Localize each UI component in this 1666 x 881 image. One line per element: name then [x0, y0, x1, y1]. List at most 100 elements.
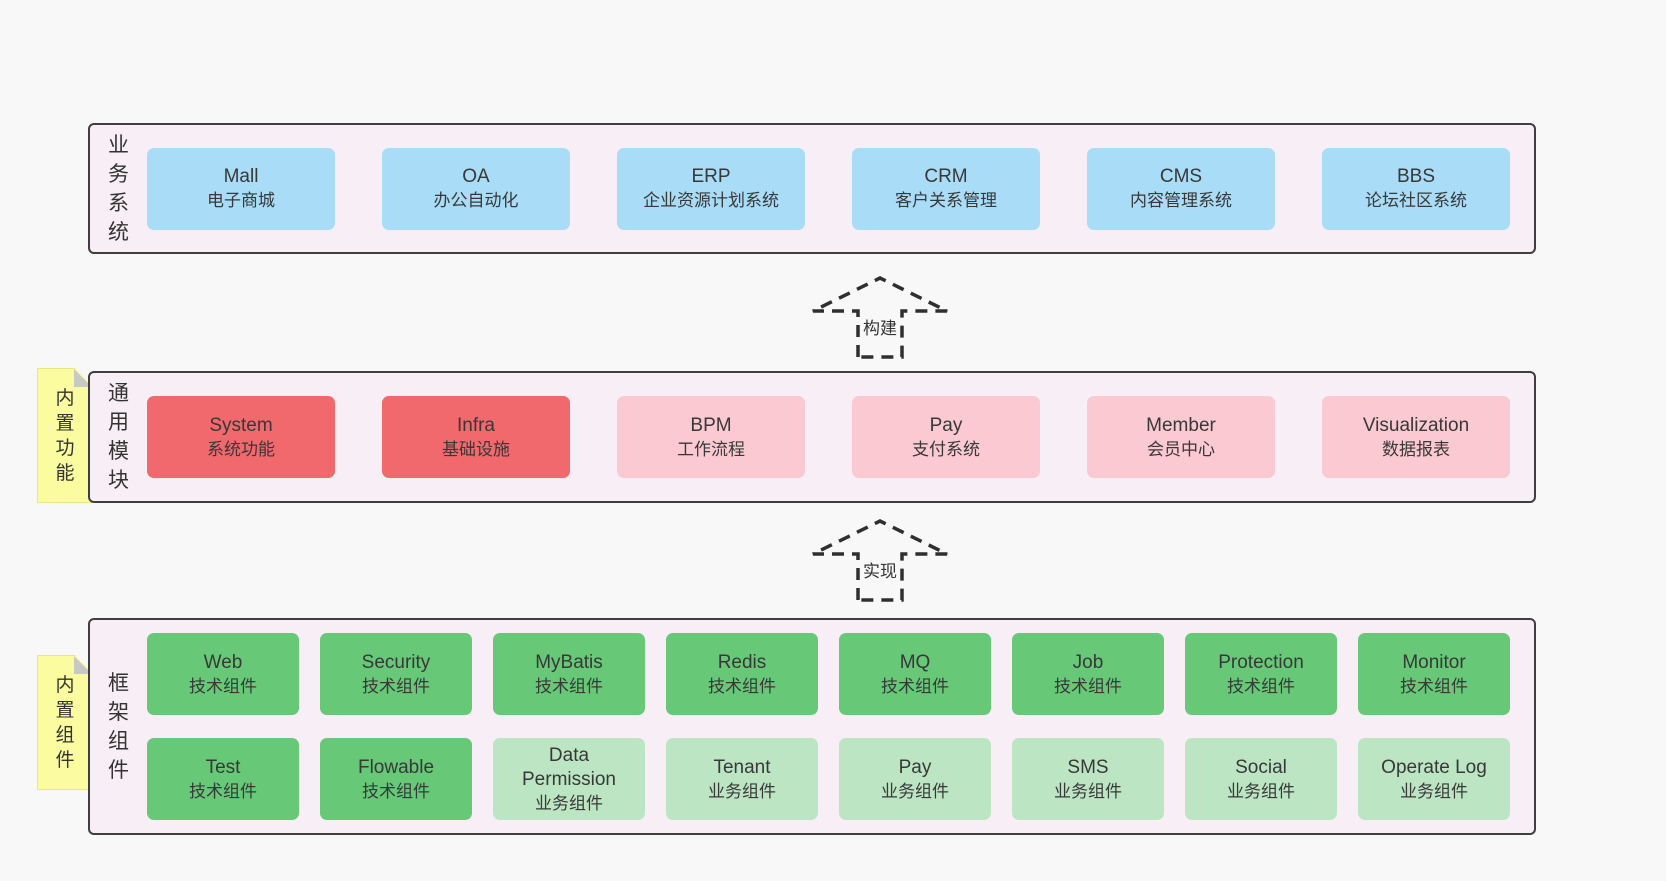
box-subtitle: 技术组件: [189, 781, 257, 801]
box-title: Infra: [456, 414, 496, 436]
box-title: Flowable: [357, 756, 435, 778]
box-flowable: Flowable 技术组件: [320, 738, 472, 820]
vertical-label-char: 内: [55, 674, 75, 696]
build-arrow-label: 构建: [860, 313, 900, 340]
box-title: Pay: [898, 756, 932, 778]
layer-label-common-modules: 通用模块: [90, 373, 147, 501]
box-title: Security: [361, 651, 431, 673]
vertical-label-char: 业: [108, 133, 129, 157]
box-test: Test 技术组件: [147, 738, 299, 820]
box-data-permission: Data Permission 业务组件: [493, 738, 645, 820]
box-subtitle: 数据报表: [1382, 439, 1450, 459]
vertical-label-char: 统: [108, 220, 129, 244]
box-mybatis: MyBatis 技术组件: [493, 633, 645, 715]
box-monitor: Monitor 技术组件: [1358, 633, 1510, 715]
vertical-label-char: 系: [108, 191, 129, 215]
box-sms: SMS 业务组件: [1012, 738, 1164, 820]
box-web: Web 技术组件: [147, 633, 299, 715]
box-member: Member 会员中心: [1087, 396, 1275, 478]
box-title: Redis: [717, 651, 767, 673]
box-system: System 系统功能: [147, 396, 335, 478]
box-title: Job: [1072, 651, 1104, 673]
box-title: Mall: [223, 166, 259, 187]
box-tenant: Tenant 业务组件: [666, 738, 818, 820]
box-title: Web: [203, 651, 243, 673]
box-subtitle: 企业资源计划系统: [643, 191, 779, 210]
box-subtitle: 电子商城: [207, 191, 275, 210]
box-title: Protection: [1218, 651, 1304, 673]
box-social: Social 业务组件: [1185, 738, 1337, 820]
box-subtitle: 系统功能: [207, 439, 275, 459]
box-title: System: [209, 414, 273, 436]
implement-arrow: 实现: [805, 516, 955, 602]
vertical-label-char: 务: [108, 162, 129, 186]
box-title: Visualization: [1362, 414, 1470, 436]
box-title: Test: [205, 756, 241, 778]
box-subtitle: 论坛社区系统: [1365, 191, 1467, 210]
box-title: Social: [1235, 756, 1287, 778]
box-operate-log: Operate Log 业务组件: [1358, 738, 1510, 820]
box-subtitle: 业务组件: [1054, 781, 1122, 801]
box-subtitle: 业务组件: [1227, 781, 1295, 801]
box-bbs: BBS 论坛社区系统: [1322, 147, 1510, 230]
box-subtitle: 业务组件: [1400, 781, 1468, 801]
vertical-label-char: 模: [108, 440, 129, 463]
box-title: BBS: [1396, 166, 1436, 187]
box-subtitle: 技术组件: [189, 676, 257, 696]
box-subtitle: 业务组件: [881, 781, 949, 801]
sticky-note-built-in-components: 内置组件: [37, 655, 93, 790]
vertical-label-char: 用: [108, 411, 129, 434]
box-subtitle: 会员中心: [1147, 439, 1215, 459]
box-title: MyBatis: [535, 651, 603, 673]
vertical-label-char: 架: [108, 700, 129, 724]
up-arrow-icon: [812, 276, 948, 359]
box-mall: Mall 电子商城: [147, 147, 335, 230]
box-subtitle: 技术组件: [708, 676, 776, 696]
box-subtitle: 工作流程: [677, 439, 745, 459]
box-title: Data Permission: [522, 744, 616, 790]
vertical-label-char: 件: [55, 749, 75, 771]
vertical-label-char: 功: [55, 437, 75, 459]
box-subtitle: 技术组件: [362, 781, 430, 801]
sticky-note-built-in-features: 内置功能: [37, 368, 93, 503]
box-title: BPM: [690, 414, 732, 436]
box-subtitle: 客户关系管理: [895, 191, 997, 210]
up-arrow-icon: [812, 519, 948, 602]
vertical-label-char: 置: [55, 699, 75, 721]
box-subtitle: 业务组件: [708, 781, 776, 801]
box-title: Tenant: [713, 756, 771, 778]
vertical-label-char: 通: [108, 382, 129, 405]
box-subtitle: 技术组件: [1400, 676, 1468, 696]
box-pay: Pay 业务组件: [839, 738, 991, 820]
box-visualization: Visualization 数据报表: [1322, 396, 1510, 478]
box-subtitle: 业务组件: [535, 793, 603, 813]
box-title: Monitor: [1402, 651, 1466, 673]
box-subtitle: 技术组件: [535, 676, 603, 696]
implement-arrow-label: 实现: [860, 556, 900, 583]
box-title: OA: [462, 166, 490, 187]
box-title: MQ: [899, 651, 931, 673]
box-title: SMS: [1067, 756, 1109, 778]
box-title: Operate Log: [1381, 756, 1487, 778]
box-protection: Protection 技术组件: [1185, 633, 1337, 715]
box-subtitle: 技术组件: [1227, 676, 1295, 696]
vertical-label-char: 置: [55, 412, 75, 434]
box-title: Member: [1146, 414, 1216, 436]
layer-label-business-systems: 业务系统: [90, 125, 147, 252]
